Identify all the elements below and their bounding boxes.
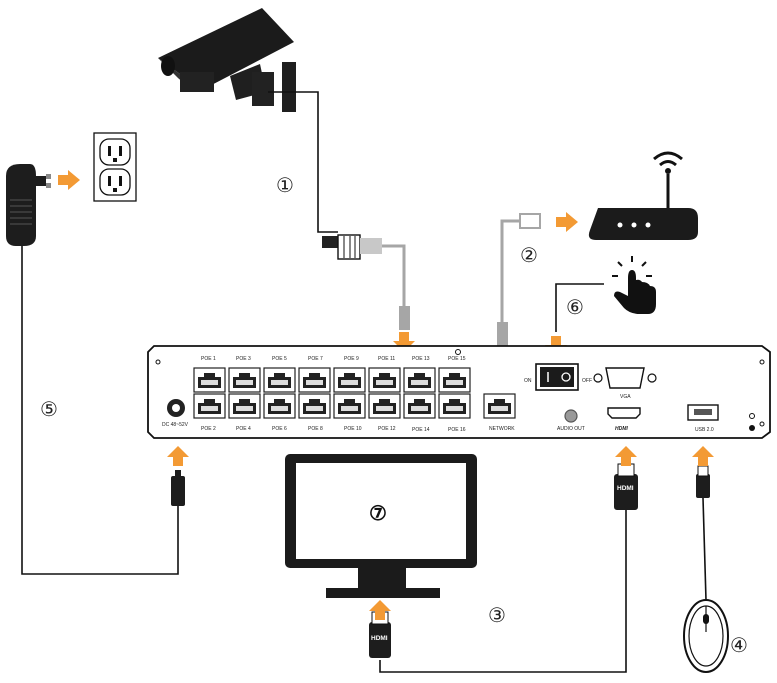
switch-off-label: OFF (582, 378, 592, 384)
callout-2: ② (520, 245, 538, 267)
poe-label-top: POE 3 (236, 356, 251, 362)
arrow-to-outlet (58, 170, 80, 190)
vga-label: VGA (620, 394, 631, 400)
callout-5: ⑤ (40, 399, 58, 421)
router-cable-plug (497, 322, 508, 346)
router-network-cable (500, 219, 530, 324)
poe-label-bottom: POE 4 (236, 426, 251, 432)
switch-on-label: ON (524, 378, 532, 384)
arrow-into-usb (692, 446, 714, 466)
wall-outlet-icon (93, 132, 137, 202)
hdmi-port-label: HDMI (615, 426, 628, 432)
poe-label-bottom: POE 10 (344, 426, 362, 432)
dc-power-plug (171, 470, 185, 506)
network-port (483, 393, 516, 419)
camera-icon (158, 8, 382, 260)
hdmi-plug-nvr (614, 463, 638, 510)
poe-label-top: POE 7 (308, 356, 323, 362)
hdmi-port (607, 407, 641, 419)
router-icon (588, 151, 698, 240)
poe-label-bottom: POE 8 (308, 426, 323, 432)
audio-label: AUDIO OUT (557, 426, 585, 432)
nvr-rear-panel: DC 48~52V POE 1 POE 3 POE 5 POE 7 POE 9 … (147, 345, 771, 439)
arrow-into-dc (167, 446, 189, 466)
network-label: NETWORK (489, 426, 515, 432)
poe-label-bottom: POE 2 (201, 426, 216, 432)
switch-pointer-line (555, 283, 604, 332)
poe-label-bottom: POE 14 (412, 427, 430, 433)
callout-1: ① (276, 175, 294, 197)
poe-label-top: POE 5 (272, 356, 287, 362)
ground-icon (749, 425, 755, 431)
hdmi-plug-label: HDMI (617, 485, 634, 492)
arrow-into-hdmi (615, 446, 637, 466)
mouse-cable (702, 497, 707, 601)
callout-6: ⑥ (566, 297, 584, 319)
hdmi-cable (379, 510, 627, 673)
hand-press-icon (612, 256, 656, 314)
poe-label-bottom: POE 6 (272, 426, 287, 432)
poe-label-top: POE 1 (201, 356, 216, 362)
audio-out-jack (564, 409, 578, 423)
power-adapter-icon (6, 164, 179, 575)
monitor-icon (285, 454, 477, 598)
camera-network-cable (382, 244, 406, 308)
hdmi-plug-label: HDMI (371, 635, 388, 642)
poe-label-top: POE 11 (378, 356, 395, 362)
camera-cable-plug (399, 306, 410, 330)
dc-label: DC 48~52V (162, 422, 189, 428)
poe-label-top: POE 13 (412, 356, 430, 362)
poe-label-top: POE 15 (448, 356, 466, 362)
router-cable-plug-top (519, 213, 541, 229)
usb-label: USB 2.0 (695, 427, 714, 433)
vga-port (605, 367, 645, 389)
usb-plug (696, 465, 710, 498)
poe-label-bottom: POE 12 (378, 426, 396, 432)
mouse-icon (683, 599, 729, 673)
callout-3: ③ (488, 605, 506, 627)
callout-4: ④ (730, 635, 748, 657)
arrow-to-router (556, 212, 578, 232)
callout-7: ⑦ (369, 503, 387, 525)
poe-label-bottom: POE 16 (448, 427, 466, 433)
poe-label-top: POE 9 (344, 356, 359, 362)
